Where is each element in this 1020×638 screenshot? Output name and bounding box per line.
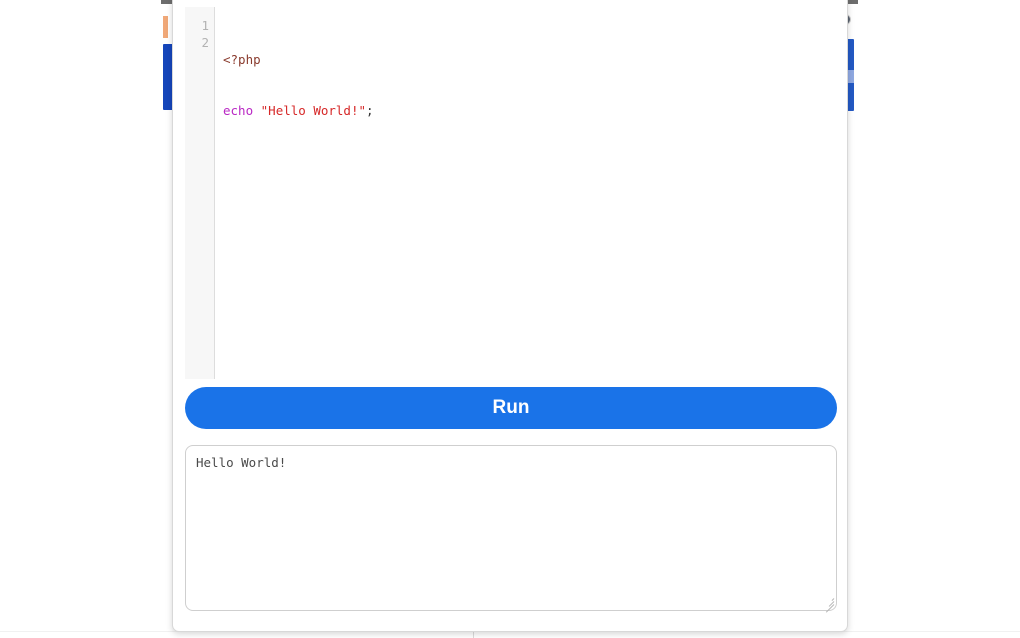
- token-string-literal: "Hello World!": [260, 103, 366, 118]
- background-right-bar-highlight: [843, 70, 854, 83]
- token-space: [253, 103, 261, 118]
- php-playground-card: 1 2 <?php echo "Hello World!"; Run Hello…: [172, 0, 848, 632]
- editor-line-number-gutter: 1 2: [185, 7, 215, 379]
- token-semicolon: ;: [366, 103, 374, 118]
- background-left-blue-bar[interactable]: [163, 44, 174, 110]
- editor-code-area[interactable]: <?php echo "Hello World!";: [215, 7, 837, 379]
- code-line-1: <?php: [223, 51, 837, 68]
- line-number: 1: [201, 18, 209, 33]
- code-line-2: echo "Hello World!";: [223, 102, 837, 119]
- code-editor[interactable]: 1 2 <?php echo "Hello World!";: [185, 7, 837, 379]
- token-echo-keyword: echo: [223, 103, 254, 118]
- line-number: 2: [201, 35, 209, 50]
- run-button[interactable]: Run: [185, 387, 837, 429]
- background-orange-sliver: [163, 16, 168, 38]
- output-console[interactable]: Hello World!: [185, 445, 837, 611]
- token-php-open-tag: <?php: [223, 52, 261, 67]
